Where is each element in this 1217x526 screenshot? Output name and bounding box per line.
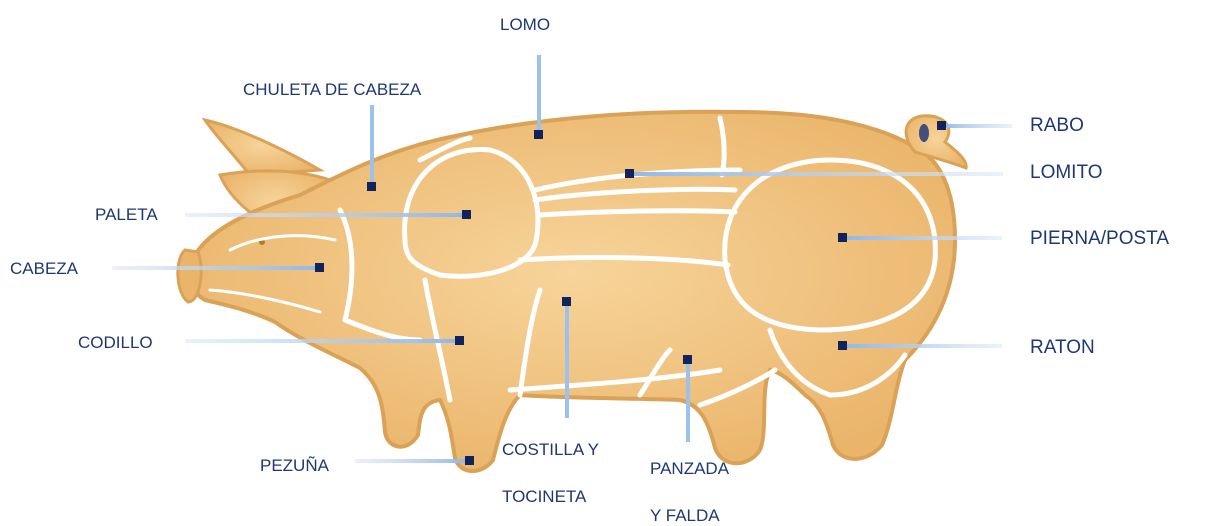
marker-costilla bbox=[562, 297, 571, 306]
leader-pierna bbox=[842, 236, 1002, 240]
label-chuleta-de-cabeza: CHULETA DE CABEZA bbox=[243, 80, 421, 100]
label-costilla-line1: COSTILLA Y bbox=[502, 440, 599, 460]
leader-codillo bbox=[185, 339, 460, 343]
leader-paleta bbox=[185, 213, 467, 217]
label-raton: RATON bbox=[1030, 338, 1095, 358]
label-panzada-line2: Y FALDA bbox=[650, 506, 720, 526]
pig-body bbox=[178, 112, 966, 471]
label-cabeza: CABEZA bbox=[10, 259, 78, 279]
label-lomo: LOMO bbox=[500, 15, 550, 35]
marker-panzada bbox=[683, 355, 692, 364]
leader-cabeza bbox=[112, 266, 320, 270]
leader-lomito bbox=[628, 172, 1003, 176]
marker-pezuna bbox=[465, 456, 474, 465]
leader-pezuna bbox=[355, 459, 470, 463]
marker-pierna bbox=[838, 233, 847, 242]
marker-cabeza bbox=[315, 263, 324, 272]
marker-lomito bbox=[625, 169, 634, 178]
marker-rabo bbox=[937, 121, 946, 130]
leader-costilla bbox=[565, 300, 569, 418]
label-pierna-posta: PIERNA/POSTA bbox=[1030, 229, 1169, 249]
label-panzada-line1: PANZADA bbox=[650, 459, 729, 479]
marker-codillo bbox=[455, 336, 464, 345]
pig-ear-back bbox=[205, 120, 320, 175]
label-pezuna: PEZUÑA bbox=[260, 456, 329, 476]
marker-paleta bbox=[462, 210, 471, 219]
marker-chuleta bbox=[367, 182, 376, 191]
leader-chuleta bbox=[370, 105, 374, 185]
label-codillo: CODILLO bbox=[78, 333, 153, 353]
leader-panzada bbox=[686, 360, 690, 442]
leader-raton bbox=[842, 344, 1002, 348]
pig-snout bbox=[178, 250, 201, 302]
label-rabo: RABO bbox=[1030, 116, 1084, 136]
label-paleta: PALETA bbox=[95, 205, 158, 225]
marker-raton bbox=[838, 341, 847, 350]
leader-rabo bbox=[940, 124, 1012, 128]
label-costilla-line2: TOCINETA bbox=[502, 487, 586, 507]
label-lomito: LOMITO bbox=[1030, 163, 1103, 183]
marker-lomo bbox=[534, 130, 543, 139]
leader-lomo bbox=[537, 55, 541, 135]
